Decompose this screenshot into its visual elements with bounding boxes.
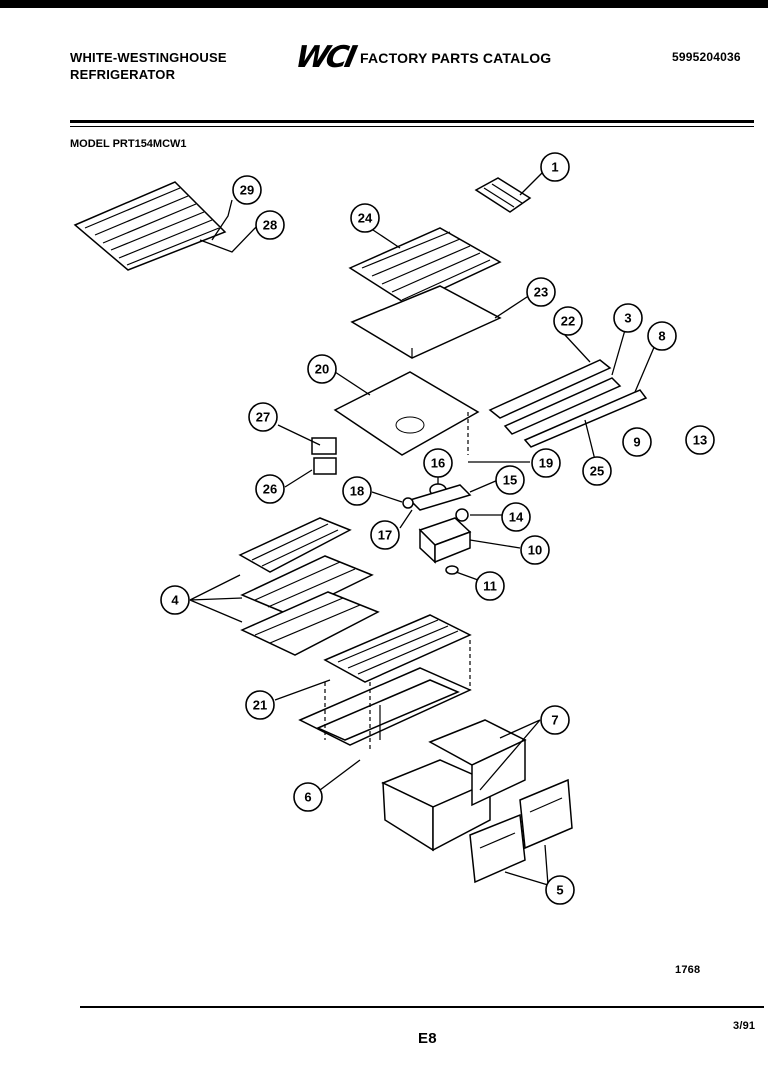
callout-5: 5 bbox=[545, 875, 575, 905]
header-rule-thin bbox=[70, 126, 754, 127]
page-code: E8 bbox=[418, 1030, 437, 1047]
wci-logo: WCI bbox=[292, 40, 358, 75]
callout-29: 29 bbox=[232, 175, 262, 205]
callout-23: 23 bbox=[526, 277, 556, 307]
svg-text:27: 27 bbox=[256, 410, 270, 425]
crisper-cover bbox=[323, 614, 472, 683]
callout-18: 18 bbox=[342, 476, 372, 506]
svg-text:28: 28 bbox=[263, 218, 277, 233]
figure-number: 1768 bbox=[675, 964, 701, 976]
wire-shelf bbox=[73, 181, 227, 271]
shelf-rails bbox=[488, 359, 648, 448]
callout-8: 8 bbox=[647, 321, 677, 351]
svg-text:13: 13 bbox=[693, 433, 707, 448]
svg-text:4: 4 bbox=[171, 593, 179, 608]
callout-19: 19 bbox=[531, 448, 561, 478]
callout-26: 26 bbox=[255, 474, 285, 504]
catalog-title: FACTORY PARTS CATALOG bbox=[360, 50, 552, 66]
vent-grille bbox=[474, 177, 532, 213]
svg-text:20: 20 bbox=[315, 362, 329, 377]
callout-3: 3 bbox=[613, 303, 643, 333]
callout-1: 1 bbox=[540, 152, 570, 182]
callout-22: 22 bbox=[553, 306, 583, 336]
svg-text:17: 17 bbox=[378, 528, 392, 543]
svg-text:18: 18 bbox=[350, 484, 364, 499]
exploded-parts-diagram: 1 3 4 5 6 7 8 9 10 11 13 14 15 16 17 18 … bbox=[73, 152, 715, 905]
callout-11: 11 bbox=[475, 571, 505, 601]
svg-text:26: 26 bbox=[263, 482, 277, 497]
svg-text:7: 7 bbox=[551, 713, 558, 728]
svg-text:24: 24 bbox=[358, 211, 373, 226]
svg-text:23: 23 bbox=[534, 285, 548, 300]
callout-24: 24 bbox=[350, 203, 380, 233]
callout-10: 10 bbox=[520, 535, 550, 565]
glass-shelves bbox=[238, 517, 380, 656]
callout-20: 20 bbox=[307, 354, 337, 384]
callout-6: 6 bbox=[293, 782, 323, 812]
crisper-frame bbox=[298, 667, 472, 746]
svg-text:16: 16 bbox=[431, 456, 445, 471]
callout-14: 14 bbox=[501, 502, 531, 532]
svg-text:25: 25 bbox=[590, 464, 604, 479]
svg-text:15: 15 bbox=[503, 473, 517, 488]
svg-text:14: 14 bbox=[509, 510, 524, 525]
svg-text:1: 1 bbox=[551, 160, 558, 175]
freezer-tray bbox=[350, 285, 502, 359]
callout-16: 16 bbox=[423, 448, 453, 478]
svg-text:8: 8 bbox=[658, 329, 665, 344]
svg-text:6: 6 bbox=[304, 790, 311, 805]
callout-21: 21 bbox=[245, 690, 275, 720]
svg-text:9: 9 bbox=[633, 435, 640, 450]
svg-text:29: 29 bbox=[240, 183, 254, 198]
callout-7: 7 bbox=[540, 705, 570, 735]
crisper-drawers bbox=[381, 719, 527, 852]
svg-text:22: 22 bbox=[561, 314, 575, 329]
callout-27: 27 bbox=[248, 402, 278, 432]
header-rule bbox=[70, 120, 754, 123]
svg-text:19: 19 bbox=[539, 456, 553, 471]
callout-13: 13 bbox=[685, 425, 715, 455]
catalog-number: 5995204036 bbox=[672, 50, 741, 64]
svg-text:10: 10 bbox=[528, 543, 542, 558]
damper-assembly bbox=[402, 483, 472, 575]
freezer-shelf bbox=[348, 227, 502, 306]
brand-name: WHITE-WESTINGHOUSE bbox=[70, 50, 227, 65]
svg-text:5: 5 bbox=[556, 883, 563, 898]
callout-9: 9 bbox=[622, 427, 652, 457]
product-type: REFRIGERATOR bbox=[70, 67, 176, 82]
brand-block: WHITE-WESTINGHOUSE REFRIGERATOR bbox=[70, 49, 227, 83]
callout-25: 25 bbox=[582, 456, 612, 486]
callout-17: 17 bbox=[370, 520, 400, 550]
model-number: MODEL PRT154MCW1 bbox=[70, 138, 187, 150]
drawer-fronts bbox=[469, 778, 573, 884]
evaporator-cover bbox=[333, 371, 480, 456]
svg-text:21: 21 bbox=[253, 698, 267, 713]
callout-4: 4 bbox=[160, 585, 190, 615]
control-housing bbox=[311, 437, 337, 475]
top-border bbox=[0, 0, 768, 8]
callout-28: 28 bbox=[255, 210, 285, 240]
revision-date: 3/91 bbox=[733, 1020, 756, 1032]
svg-text:11: 11 bbox=[483, 579, 497, 594]
callout-15: 15 bbox=[495, 465, 525, 495]
footer-rule bbox=[80, 1006, 764, 1008]
svg-text:3: 3 bbox=[624, 311, 631, 326]
